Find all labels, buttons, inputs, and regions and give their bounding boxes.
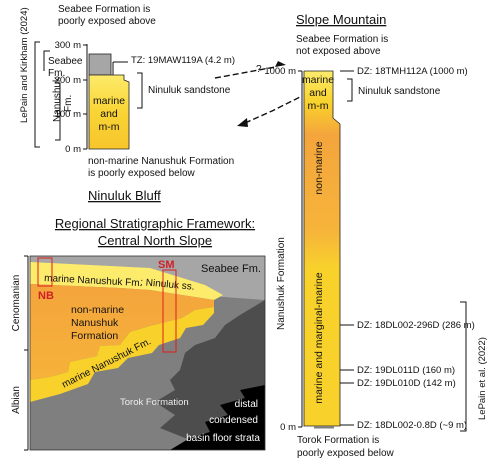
ninuluk-label: : Ninuluk ss.: [140, 277, 195, 293]
slope-bottom-note: Torok Formation is: [297, 435, 379, 446]
bluff-column: [88, 74, 130, 150]
nanushuk-bracket: [55, 82, 61, 141]
slope-sample-label: DZ: 18TMH112A (1000 m): [357, 66, 468, 77]
bluff-bottom-note: is poorly exposed below: [88, 168, 196, 179]
bluff-scale-label: 300 m: [55, 40, 81, 51]
slope-sample-label: DZ: 19DL010D (142 m): [357, 378, 456, 389]
basin-label: distal: [235, 399, 258, 410]
sm-location-label: SM: [158, 259, 175, 271]
bluff-sandstone-bracket: [137, 72, 143, 109]
slope-formation-label: Nanushuk Formation: [276, 237, 287, 330]
slope-top-note: Seabee Formation is: [296, 34, 388, 45]
slope-sandstone-bracket: [347, 78, 353, 102]
bluff-title: Ninuluk Bluff: [88, 188, 161, 203]
slope-mountain-section: Slope Mountain Seabee Formation is not e…: [264, 12, 488, 459]
nb-location-label: NB: [38, 290, 54, 302]
bluff-citation-bracket: [34, 41, 40, 148]
regional-title: Central North Slope: [98, 233, 212, 248]
seabee-gray-cap: [88, 53, 112, 76]
correlation-line-upper: [214, 66, 276, 79]
bluff-top-note: poorly exposed above: [58, 16, 156, 27]
stage-label-albian: Albian: [11, 386, 22, 414]
framework-border: [29, 255, 266, 451]
marine-upper-label: marine Nanushuk Fm.: [44, 273, 143, 289]
bluff-top-note: Seabee Formation is: [58, 4, 150, 15]
bluff-column-label: marine: [93, 95, 125, 107]
nonmarine-label: Nanushuk: [71, 317, 119, 329]
bluff-bottom-note: non-marine Nanushuk Formation: [88, 156, 234, 167]
regional-framework: Regional Stratigraphic Framework: Centra…: [11, 216, 266, 451]
correlation-arrow-upper: [275, 61, 286, 67]
slope-upper-label: m-m: [308, 100, 329, 112]
nonmarine-field: [30, 284, 214, 380]
correlation-question: ?: [256, 64, 262, 75]
slope-citation-bracket: [460, 301, 467, 432]
bluff-scale-label: 200 m: [55, 75, 81, 86]
marine-upper-band: [30, 262, 223, 300]
torok-label: Torok Formation: [120, 397, 189, 408]
slope-scale-label: 1000 m: [264, 66, 296, 77]
correlation-line-lower: [244, 96, 301, 124]
correlation-lines: ?: [214, 61, 301, 127]
slope-sandstone-label: Ninuluk sandstone: [358, 86, 441, 97]
bluff-column-label: and: [100, 108, 118, 120]
bluff-sandstone-label: Ninuluk sandstone: [148, 85, 231, 96]
nanushuk-unit-label: Nanushuk: [52, 76, 63, 122]
nb-location-box: [37, 257, 53, 287]
seabee-unit-label: Fm.: [48, 68, 65, 79]
slope-middle-label: non-marine: [313, 141, 325, 194]
slope-scale-label: 0 m: [280, 422, 296, 433]
ninuluk-bluff-section: Seabee Formation is poorly exposed above…: [19, 4, 235, 203]
correlation-arrow-lower: [237, 118, 248, 127]
bluff-citation: LePain and Kirkham (2024): [19, 7, 30, 123]
slope-torok-base: [314, 426, 334, 429]
bluff-scale-label: 100 m: [55, 109, 81, 120]
slope-upper-label: and: [309, 87, 327, 99]
slope-title: Slope Mountain: [296, 12, 386, 27]
nonmarine-label: non-marine: [71, 304, 124, 316]
nonmarine-label: Formation: [71, 330, 118, 342]
seabee-unit-label: Seabee: [48, 56, 83, 67]
slope-lower-label: marine and marginal-marine: [313, 272, 325, 403]
slope-upper-label: marine: [302, 74, 334, 86]
bluff-sample-label: TZ: 19MAW119A (4.2 m): [131, 55, 235, 66]
bluff-column-label: m-m: [99, 121, 120, 133]
slope-bottom-note: poorly exposed below: [297, 448, 395, 459]
stage-label-cenomanian: Cenomanian: [11, 275, 22, 332]
nanushuk-unit-label: Fm.: [63, 95, 74, 112]
basin-label: condensed: [209, 415, 258, 426]
slope-citation: LePain et al. (2022): [477, 337, 488, 420]
slope-column: [303, 70, 341, 427]
basin-floor-field: [170, 385, 265, 450]
seabee-bracket: [43, 50, 50, 71]
slope-sample-label: DZ: 18DL002-0.8D (~9 m): [357, 420, 467, 431]
slope-sample-label: DZ: 18DL002-296D (286 m): [357, 320, 475, 331]
bluff-scale-label: 0 m: [65, 144, 81, 155]
basin-label: basin floor strata: [186, 433, 260, 444]
regional-title: Regional Stratigraphic Framework:: [55, 216, 255, 231]
sm-location-box: [162, 269, 177, 353]
slope-sample-label: DZ: 19DL011D (160 m): [357, 365, 455, 376]
slope-top-note: not exposed above: [296, 46, 381, 57]
marine-lower-wedge: [30, 307, 214, 402]
seabee-fm-label: Seabee Fm.: [201, 263, 261, 275]
